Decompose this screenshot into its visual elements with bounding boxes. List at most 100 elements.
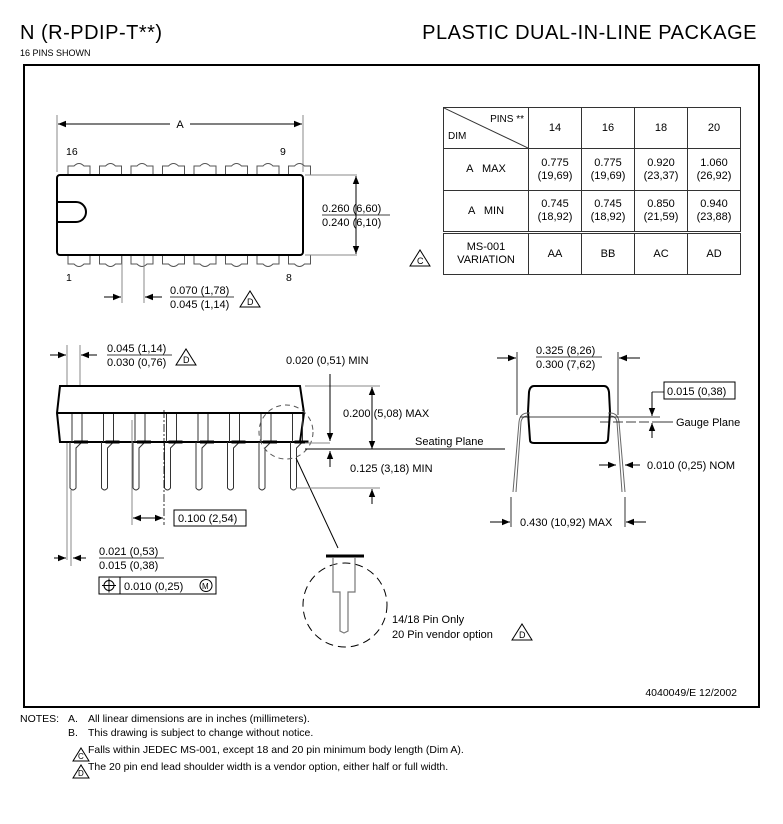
body-width-max: 0.260 (6,60) [322, 203, 381, 215]
pin-stub [130, 163, 154, 175]
mmc-modifier-icon: M [199, 579, 213, 592]
notes-label: NOTES: [20, 713, 60, 725]
row-label: A MAX [443, 148, 529, 191]
pitch-box [173, 509, 247, 527]
pin-stub [67, 255, 91, 267]
gauge-offset-box [663, 381, 736, 400]
row-spacing-min: 0.300 (7,62) [536, 359, 595, 371]
note-text: This drawing is subject to change withou… [88, 727, 314, 739]
pin-8-label: 8 [286, 272, 292, 284]
pin-stub [256, 163, 280, 175]
note-text: The 20 pin end lead shoulder width is a … [88, 761, 449, 773]
overall-width-dim: 0.430 (10,92) MAX [520, 517, 613, 529]
height-dim: 0.200 (5,08) MAX [343, 408, 430, 420]
lead [227, 414, 240, 491]
note-c-flag-icon: C [72, 747, 90, 762]
pins-header: PINS ** [490, 114, 524, 125]
pin-16-label: 16 [66, 146, 78, 158]
end-lead-width-min: 0.030 (0,76) [107, 357, 166, 369]
lead [195, 414, 209, 491]
pin-stub [288, 163, 311, 175]
lead [101, 414, 114, 491]
pin-stub [67, 163, 91, 175]
lead [258, 414, 272, 491]
gauge-offset-dim: 0.015 (0,38) [667, 386, 726, 398]
note-text: Falls within JEDEC MS-001, except 18 and… [88, 744, 464, 756]
standoff-dim: 0.020 (0,51) MIN [286, 355, 369, 367]
pin-1-label: 1 [66, 272, 72, 284]
table-cell: AA [528, 231, 582, 275]
drawing-number-stamp: 4040049/E 12/2002 [645, 687, 737, 699]
pins-shown-label: 16 PINS SHOWN [20, 48, 91, 58]
table-cell: 0.850(21,59) [634, 190, 688, 233]
notes-block: NOTES: A. All linear dimensions are in i… [20, 712, 464, 774]
table-cell: AD [687, 231, 741, 275]
note-d-flag-icon: D [175, 348, 197, 366]
gauge-plane-label: Gauge Plane [676, 417, 740, 429]
end-lead-width-max: 0.045 (1,14) [107, 343, 166, 355]
svg-text:D: D [78, 769, 84, 778]
end-view: 0.325 (8,26) 0.300 (7,62) 0.015 (0,38) G… [490, 345, 740, 529]
dimension-table: PINS ** DIM 14 16 18 20 A MAX 0.775(19,6… [443, 107, 741, 275]
pin-count-header: 18 [634, 107, 688, 149]
note-marker: A. [68, 713, 78, 725]
position-symbol-icon [102, 578, 116, 593]
svg-text:D: D [247, 297, 254, 307]
pin-count-header: 16 [581, 107, 635, 149]
table-cell: 0.920(23,37) [634, 148, 688, 191]
top-view: A 16 9 1 8 0.260 (6,60) 0.240 (6,10) 0.0… [56, 115, 390, 311]
pin-stub [256, 255, 280, 267]
lead [132, 414, 146, 491]
note-d-flag-icon: D [239, 290, 261, 308]
table-cell: 0.775(19,69) [581, 148, 635, 191]
lead [69, 414, 83, 491]
pin-stub [162, 163, 185, 175]
package-code: N (R-PDIP-T**) [20, 22, 163, 44]
note-c-flag-icon: C [409, 249, 431, 267]
pin-stub [162, 255, 185, 267]
svg-text:C: C [78, 752, 84, 761]
table-cell: AC [634, 231, 688, 275]
pitch-dim: 0.100 (2,54) [178, 513, 237, 525]
table-cell: 0.775(19,69) [528, 148, 582, 191]
drawing-frame [23, 64, 760, 708]
lead-width-max: 0.021 (0,53) [99, 546, 158, 558]
dim-header: DIM [448, 131, 467, 142]
pin-stub [99, 255, 122, 267]
seating-plane-label: Seating Plane [415, 436, 484, 448]
lead-width-min: 0.015 (0,38) [99, 560, 158, 572]
lead-thickness-dim: 0.010 (0,25) NOM [647, 460, 735, 472]
pin-stub [193, 163, 217, 175]
shoulder-width-max: 0.070 (1,78) [170, 285, 229, 297]
pin-stub [193, 255, 217, 267]
row-label: A MIN [443, 190, 529, 233]
lead [164, 414, 177, 491]
table-cell: BB [581, 231, 635, 275]
pin-count-header: 20 [687, 107, 741, 149]
table-cell: 0.940(23,88) [687, 190, 741, 233]
table-header-row: PINS ** DIM 14 16 18 20 [443, 107, 741, 149]
position-tolerance-value: 0.010 (0,25) [124, 581, 183, 593]
shoulder-width-min: 0.045 (1,14) [170, 299, 229, 311]
body-width-min: 0.240 (6,10) [322, 217, 381, 229]
table-cell: 0.745(18,92) [581, 190, 635, 233]
table-cell: 1.060(26,92) [687, 148, 741, 191]
detail-note-line-2: 20 Pin vendor option [392, 629, 493, 641]
pin-stub [225, 255, 248, 267]
pin-stub [288, 255, 311, 267]
table-corner-cell: PINS ** DIM [443, 107, 529, 149]
side-view: 0.045 (1,14) 0.030 (0,76) D 0.020 (0,51)… [50, 343, 533, 648]
note-marker: B. [68, 727, 78, 739]
position-tolerance-frame [98, 576, 217, 595]
svg-text:M: M [202, 582, 209, 591]
pin-9-label: 9 [280, 146, 286, 158]
detail-callout-circle [258, 404, 314, 460]
table-cell: 0.745(18,92) [528, 190, 582, 233]
svg-text:D: D [183, 355, 190, 365]
lead-length-dim: 0.125 (3,18) MIN [350, 463, 433, 475]
pin-stub [130, 255, 154, 267]
package-body-top [56, 174, 304, 256]
